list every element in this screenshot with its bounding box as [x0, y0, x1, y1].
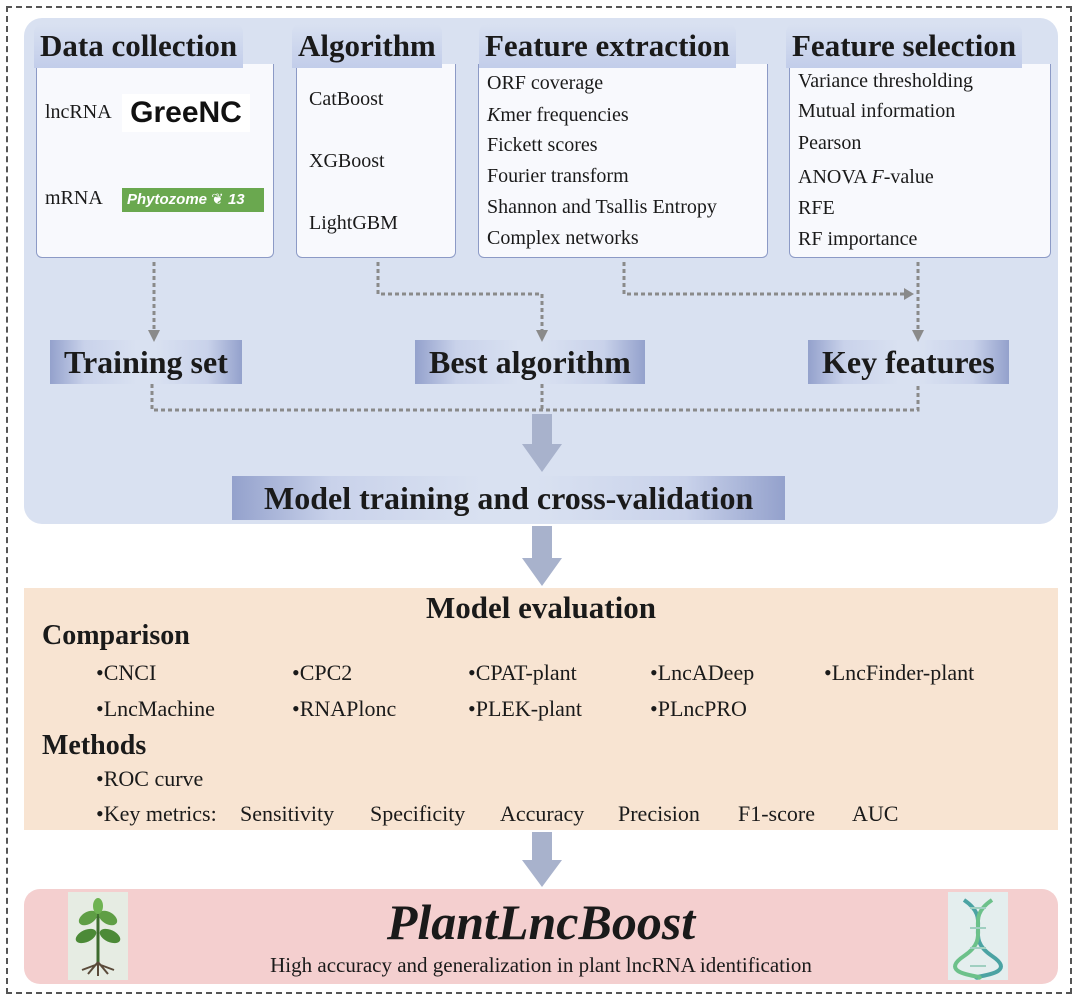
selection-item: RF importance: [798, 228, 918, 250]
comparison-tool: •LncMachine: [96, 696, 215, 721]
arrowhead-selection: [904, 288, 914, 300]
arrow-to-training: [522, 414, 562, 472]
metric-item: Specificity: [370, 801, 466, 826]
comparison-heading: Comparison: [42, 620, 190, 651]
greenc-logo: GreeNC: [122, 94, 250, 132]
arrowhead-best: [536, 330, 548, 342]
feature-item: Complex networks: [487, 227, 639, 249]
feature-selection-box: Variance thresholding Mutual information…: [789, 64, 1051, 258]
anova-f: F: [871, 166, 884, 188]
metric-item: F1-score: [738, 801, 815, 826]
comparison-tool: •RNAPlonc: [292, 696, 397, 721]
metric-item: Accuracy: [500, 801, 585, 826]
metric-item: AUC: [852, 801, 899, 826]
anova-suffix: -value: [883, 166, 934, 188]
kmer-text: mer frequencies: [500, 104, 629, 126]
algorithm-title: Algorithm: [292, 24, 442, 68]
evaluation-title: Model evaluation: [426, 590, 656, 625]
methods-heading: Methods: [42, 730, 147, 761]
phytozome-name: Phytozome: [127, 191, 208, 208]
algorithm-item: CatBoost: [309, 88, 384, 110]
arrowhead-key: [912, 330, 924, 342]
feature-item: ORF coverage: [487, 72, 604, 94]
arrow-to-final: [522, 832, 562, 887]
selection-item-anova: ANOVA F-value: [798, 166, 934, 189]
tool-subtitle: High accuracy and generalization in plan…: [270, 953, 812, 977]
metric-item: Sensitivity: [240, 801, 335, 826]
connector-algorithm-to-best: [376, 262, 544, 330]
anova-text: ANOVA: [798, 166, 872, 188]
tool-name: PlantLncBoost: [386, 894, 696, 950]
selection-item: Mutual information: [798, 100, 956, 122]
lncrna-label: lncRNA: [45, 101, 112, 123]
feature-extraction-box: ORF coverage Kmer frequencies Fickett sc…: [478, 64, 768, 258]
selection-item: RFE: [798, 197, 835, 219]
key-features-ribbon: Key features: [808, 340, 1009, 384]
feature-selection-title: Feature selection: [786, 24, 1023, 68]
algorithm-item: XGBoost: [309, 150, 385, 172]
dna-helix-icon: [948, 892, 1008, 980]
plant-sprout-icon: [68, 892, 128, 980]
comparison-tool: •LncADeep: [650, 660, 755, 685]
algorithm-box: CatBoost XGBoost LightGBM: [296, 64, 456, 258]
model-training-ribbon: Model training and cross-validation: [232, 476, 786, 520]
feature-item: Fourier transform: [487, 165, 629, 187]
comparison-tool: •PLncPRO: [650, 696, 747, 721]
phytozome-logo: Phytozome ❦ 13: [122, 188, 264, 212]
algorithm-item: LightGBM: [309, 212, 398, 234]
selection-item: Variance thresholding: [798, 70, 973, 92]
best-algorithm-ribbon: Best algorithm: [415, 340, 645, 384]
selection-item: Pearson: [798, 132, 862, 154]
final-panel: PlantLncBoost High accuracy and generali…: [24, 889, 1058, 984]
metric-item: Precision: [618, 801, 700, 826]
comparison-tool: •CPAT-plant: [468, 660, 577, 685]
comparison-tool: •LncFinder-plant: [824, 660, 975, 685]
comparison-tool: •CPC2: [292, 660, 353, 685]
phytozome-version: 13: [227, 191, 245, 208]
feature-item: Fickett scores: [487, 134, 598, 156]
connector-extraction-to-selection: [622, 262, 906, 296]
outer-dashed-frame: [6, 6, 1072, 994]
comparison-tool: •CNCI: [96, 660, 157, 685]
data-collection-title: Data collection: [34, 24, 244, 68]
key-metrics-label: •Key metrics:: [96, 801, 217, 826]
kmer-k: K: [487, 104, 501, 126]
comparison-tool: •PLEK-plant: [468, 696, 583, 721]
connector-ribbons-merge: [150, 384, 920, 412]
leaf-icon: ❦: [211, 191, 224, 208]
feature-item-kmer: Kmer frequencies: [487, 104, 629, 127]
arrow-to-evaluation: [522, 526, 562, 586]
evaluation-panel: Model evaluation Comparison •CNCI •CPC2 …: [24, 588, 1058, 830]
roc-method: •ROC curve: [96, 766, 204, 791]
arrowhead-training: [148, 330, 160, 342]
training-set-ribbon: Training set: [50, 340, 242, 384]
feature-extraction-title: Feature extraction: [479, 24, 736, 68]
mrna-label: mRNA: [45, 187, 103, 209]
feature-item: Shannon and Tsallis Entropy: [487, 196, 717, 218]
